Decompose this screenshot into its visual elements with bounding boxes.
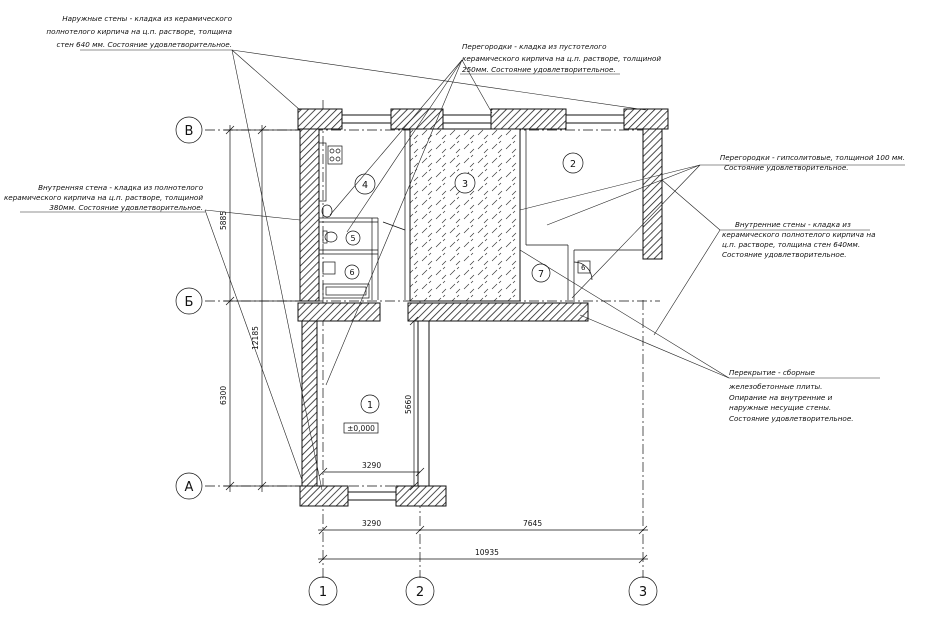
wall-segment xyxy=(642,128,663,260)
axis-marker-1 xyxy=(308,576,338,606)
note-inner-640-line-2: керамического полнотелого кирпича на xyxy=(722,230,875,239)
note-partitions-line-2: керамического кирпича на ц.п. растворе, … xyxy=(462,54,661,63)
room-3-fill xyxy=(409,128,521,302)
note-partitions-line-3: 250мм. Состояние удовлетворительное. xyxy=(462,65,616,74)
small-box xyxy=(577,260,591,274)
dim-bottom-total: 10935 xyxy=(475,548,499,557)
wall-segment xyxy=(395,485,447,507)
small-box-label: 6 xyxy=(581,264,586,272)
axis-label-2: 2 xyxy=(416,585,424,600)
dim-left-upper: 5885 xyxy=(219,211,228,230)
dimension-labels: 12185 5885 6300 5660 3290 3290 7645 1093… xyxy=(219,211,542,557)
room-label-4: 4 xyxy=(362,180,368,191)
note-outer-walls-line-3: стен 640 мм. Состояние удовлетворительно… xyxy=(57,40,232,49)
walls xyxy=(297,108,669,507)
axis-marker-v xyxy=(175,116,203,144)
wall-segment xyxy=(297,302,381,322)
dim-bottom-2-3: 7645 xyxy=(523,519,542,528)
note-inner-640-line-3: ц.п. растворе, толщина стен 640мм. xyxy=(722,240,860,249)
note-inner-380-line-3: 380мм. Состояние удовлетворительное. xyxy=(49,203,203,212)
room-label-3: 3 xyxy=(462,179,468,190)
wall-segment xyxy=(623,108,669,130)
note-inner-380-line-2: керамического кирпича на ц.п. растворе, … xyxy=(4,193,203,202)
level-mark: ±0,000 xyxy=(347,424,375,433)
note-slabs-line-3: Опирание на внутренние и xyxy=(729,393,833,402)
note-slabs-line-2: железобетонные плиты. xyxy=(728,382,822,391)
dim-room1-height: 5660 xyxy=(404,395,413,414)
note-outer-walls-line-1: Наружные стены - кладка из керамического xyxy=(62,14,232,23)
note-gypsum-partitions: Перегородки - гипсолитовые, толщиной 100… xyxy=(720,153,905,172)
axis-marker-3 xyxy=(628,576,658,606)
note-slabs-line-5: Состояние удовлетворительное. xyxy=(729,414,854,423)
note-partitions-hollow: Перегородки - кладка из пустотелого кера… xyxy=(462,42,661,74)
wall-segment xyxy=(299,485,349,507)
washbasin-icon xyxy=(322,261,336,275)
note-partitions-line-1: Перегородки - кладка из пустотелого xyxy=(462,42,607,51)
stove-icon xyxy=(327,145,343,165)
dim-left-lower: 6300 xyxy=(219,386,228,405)
room-marker-1 xyxy=(360,394,380,414)
wall-segment xyxy=(299,128,320,302)
toilet-icon xyxy=(324,231,338,243)
note-gypsum-line-1: Перегородки - гипсолитовые, толщиной 100… xyxy=(720,153,905,162)
note-inner-380-line-1: Внутренняя стена - кладка из полнотелого xyxy=(38,183,203,192)
leader-lines xyxy=(20,49,905,491)
room-label-6: 6 xyxy=(349,268,354,277)
axis-label-a: А xyxy=(185,480,194,495)
dim-left-outer: 12185 xyxy=(251,326,260,350)
room-marker-5 xyxy=(345,230,361,246)
axis-label-1: 1 xyxy=(319,585,327,600)
partitions xyxy=(318,128,643,302)
note-inner-wall-380: Внутренняя стена - кладка из полнотелого… xyxy=(4,183,204,212)
note-outer-walls-line-2: полнотелого кирпича на ц.п. растворе, то… xyxy=(46,27,232,36)
room-marker-3 xyxy=(454,172,476,194)
wall-segment xyxy=(297,108,343,130)
axis-label-v: В xyxy=(185,124,194,139)
room-label-1: 1 xyxy=(367,400,373,411)
room-marker-4 xyxy=(354,173,376,195)
room-marker-7 xyxy=(531,263,551,283)
dimension-lines xyxy=(224,125,648,564)
bathtub-icon xyxy=(322,283,370,299)
room-label-5: 5 xyxy=(350,234,355,243)
axis-label-3: 3 xyxy=(639,585,647,600)
note-slabs: Перекрытие - сборные железобетонные плит… xyxy=(728,368,854,423)
wall-segment xyxy=(490,108,567,130)
room-marker-6 xyxy=(344,264,360,280)
dim-bottom-1-2: 3290 xyxy=(362,519,381,528)
room-label-7: 7 xyxy=(538,269,544,280)
note-slabs-line-1: Перекрытие - сборные xyxy=(729,368,816,377)
dim-room1-width: 3290 xyxy=(362,461,381,470)
axis-markers: В Б А 1 2 3 xyxy=(175,116,658,606)
axis-marker-2 xyxy=(405,576,435,606)
room-marker-2 xyxy=(562,152,584,174)
note-inner-640-line-4: Состояние удовлетворительное. xyxy=(722,250,847,259)
note-gypsum-line-2: Состояние удовлетворительное. xyxy=(724,163,849,172)
note-inner-640-line-1: Внутренние стены - кладка из xyxy=(735,220,851,229)
axis-marker-a xyxy=(175,472,203,500)
room-markers: 1 2 3 4 5 6 7 6 ±0,000 xyxy=(343,152,586,434)
note-slabs-line-4: наружные несущие стены. xyxy=(729,403,831,412)
wall-segment xyxy=(407,302,589,322)
note-inner-walls-640: Внутренние стены - кладка из керамическо… xyxy=(722,220,875,259)
note-outer-walls: Наружные стены - кладка из керамического… xyxy=(46,14,232,49)
room-label-2: 2 xyxy=(570,159,576,170)
sink-icon xyxy=(321,204,333,218)
wall-segment xyxy=(390,108,444,130)
axis-marker-b xyxy=(175,287,203,315)
level-mark-box xyxy=(343,422,379,434)
axis-label-b: Б xyxy=(185,295,194,310)
